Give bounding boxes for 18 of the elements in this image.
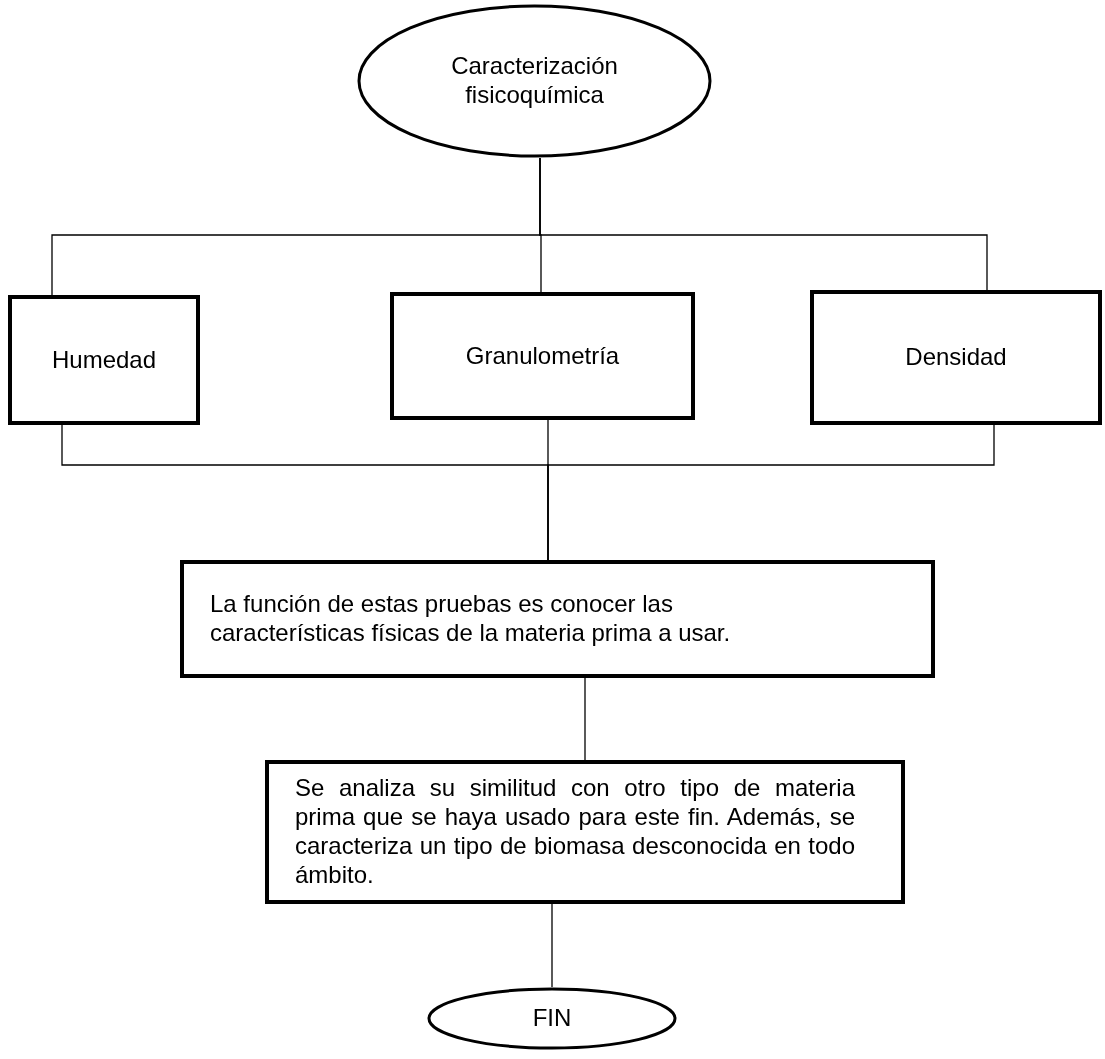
- node-label: Humedad: [51, 345, 157, 375]
- node-label: Caracterización fisicoquímica: [450, 52, 619, 110]
- process-box: [390, 292, 695, 420]
- process-box: [8, 295, 200, 425]
- node-label: Se analiza su similitud con otro tipo de materia prima que se haya usado para este fin. Además, se caracteriza un tipo de biomasa desconocida en todo ámbito.: [295, 774, 855, 890]
- node-label: Densidad: [905, 343, 1007, 372]
- terminal-oval: [357, 4, 712, 158]
- terminal-oval: [427, 987, 677, 1050]
- connector-line: [584, 677, 586, 761]
- process-box: [180, 560, 935, 678]
- connector-line: [547, 424, 995, 561]
- connector-line: [551, 903, 553, 988]
- process-box: [810, 290, 1102, 425]
- node-label: Granulometría: [465, 341, 620, 371]
- node-label: La función de estas pruebas es conocer las características físicas de la materia prima a usar.: [210, 590, 732, 648]
- node-label: FIN: [532, 1004, 572, 1033]
- connector-line: [539, 157, 988, 291]
- process-box: [265, 760, 905, 904]
